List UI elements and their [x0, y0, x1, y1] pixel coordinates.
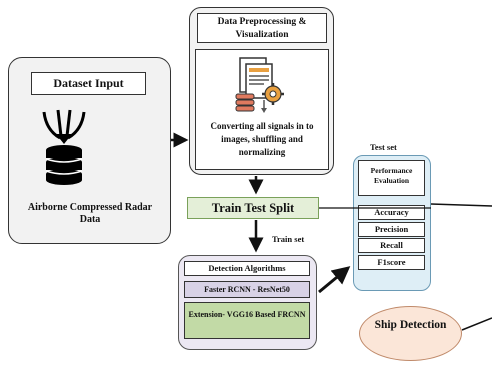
train-test-split-box: Train Test Split — [187, 197, 319, 219]
metric-recall: Recall — [358, 238, 425, 253]
metric-f1score: F1score — [358, 255, 425, 270]
dataset-input-title: Dataset Input — [31, 72, 146, 95]
detection-method-vgg16: Extension- VGG16 Based FRCNN — [184, 302, 310, 339]
database-icon — [42, 109, 86, 185]
preprocessing-title: Data Preprocessing & Visualization — [197, 13, 327, 43]
metric-accuracy: Accuracy — [358, 205, 425, 220]
arrow-detection-to-evaluation — [318, 266, 351, 294]
detection-title: Detection Algorithms — [184, 261, 310, 276]
line-ship-exit — [461, 317, 492, 331]
line-evaluation-exit — [430, 203, 492, 207]
dataset-source-label: Airborne Compressed Radar Data — [27, 202, 153, 225]
evaluation-title: Performance Evaluation — [358, 160, 425, 196]
train-set-label: Train set — [272, 234, 305, 244]
test-set-label: Test set — [370, 142, 397, 152]
ship-detection-node: Ship Detection — [359, 306, 462, 361]
detection-method-faster-rcnn: Faster RCNN - ResNet50 — [184, 281, 310, 298]
metric-precision: Precision — [358, 222, 425, 237]
preprocessing-description: Converting all signals in to images, shu… — [210, 121, 314, 157]
document-gear-icon — [235, 57, 284, 113]
